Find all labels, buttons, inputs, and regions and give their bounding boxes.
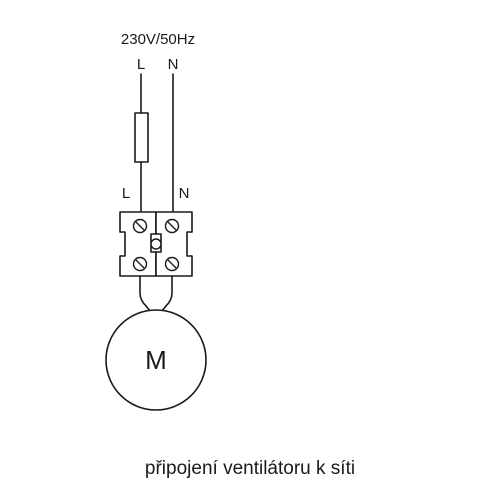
screw-icon <box>164 256 180 272</box>
motor-symbol <box>105 309 207 411</box>
screw-icon <box>132 218 148 234</box>
terminal-right-half <box>155 211 193 277</box>
supply-neutral-label: N <box>168 56 179 73</box>
supply-line-label: L <box>137 56 145 73</box>
screw-icon <box>132 256 148 272</box>
screw-icon <box>164 218 180 234</box>
terminal-line-label: L <box>122 185 130 202</box>
motor-lead-line <box>139 275 151 312</box>
motor-lead-neutral <box>161 275 173 312</box>
diagram-caption: připojení ventilátoru k síti <box>144 458 356 479</box>
terminal-center-hole <box>150 238 162 250</box>
terminal-neutral-label: N <box>179 185 190 202</box>
supply-voltage-label: 230V/50Hz <box>121 31 195 48</box>
fuse <box>134 112 149 163</box>
motor-label: M <box>145 345 167 375</box>
terminal-block <box>119 211 193 277</box>
